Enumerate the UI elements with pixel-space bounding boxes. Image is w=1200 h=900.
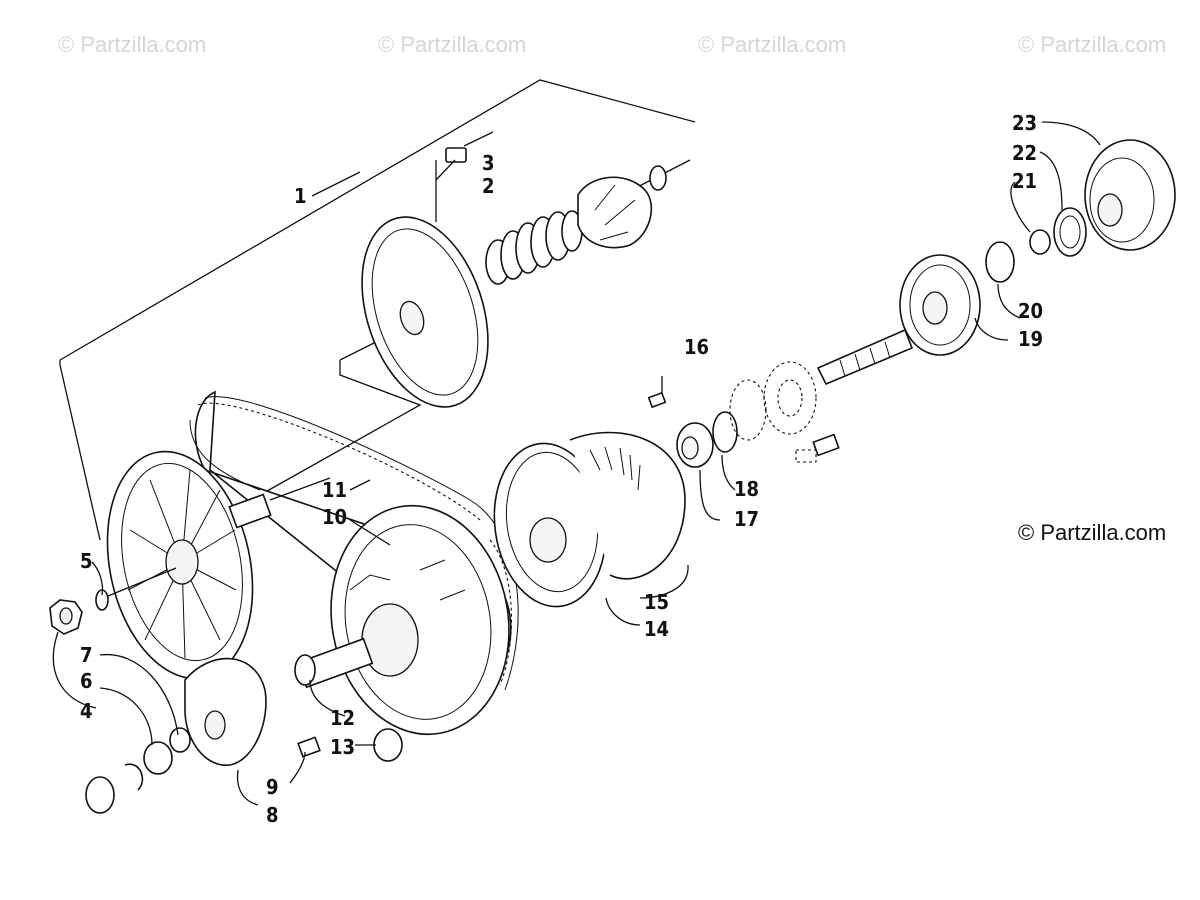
callout-15: 15 xyxy=(644,590,669,614)
callout-7: 7 xyxy=(80,643,93,667)
leader-lines xyxy=(52,121,1101,806)
bushing-17 xyxy=(676,411,738,468)
callout-18: 18 xyxy=(734,477,759,501)
callout-17: 17 xyxy=(734,507,759,531)
callout-1: 1 xyxy=(294,184,307,208)
callout-12: 12 xyxy=(330,706,355,730)
bolt-2 xyxy=(435,131,494,222)
callout-5: 5 xyxy=(80,549,93,573)
callout-3: 3 xyxy=(482,151,495,175)
watermark-3: © Partzilla.com xyxy=(698,32,847,57)
callout-14: 14 xyxy=(644,617,669,641)
callout-13: 13 xyxy=(330,735,355,759)
rings-20-22 xyxy=(985,207,1087,283)
clutch-shoe-23 xyxy=(1084,139,1176,251)
callout-22: 22 xyxy=(1012,141,1037,165)
callout-6: 6 xyxy=(80,669,93,693)
callout-19: 19 xyxy=(1018,327,1043,351)
callout-10: 10 xyxy=(322,505,347,529)
watermark-1: © Partzilla.com xyxy=(58,32,207,57)
partzilla-credit: © Partzilla.com xyxy=(1018,520,1167,545)
watermark-2: © Partzilla.com xyxy=(378,32,527,57)
spider-cover xyxy=(577,165,667,249)
bearings xyxy=(729,361,840,463)
spring xyxy=(485,210,583,285)
callout-16: 16 xyxy=(684,335,709,359)
watermark-4: © Partzilla.com xyxy=(1018,32,1167,57)
secondary-clutch xyxy=(294,504,510,736)
callout-2: 2 xyxy=(482,174,495,198)
callout-23: 23 xyxy=(1012,111,1037,135)
nut-4 xyxy=(49,567,177,635)
moveable-sheave xyxy=(361,216,489,408)
callout-4: 4 xyxy=(80,699,93,723)
small-parts-lower xyxy=(85,657,403,814)
driven-sheave xyxy=(493,431,686,608)
screw-16 xyxy=(647,376,667,409)
callout-11: 11 xyxy=(322,478,347,502)
callout-9: 9 xyxy=(266,775,279,799)
callout-20: 20 xyxy=(1018,299,1043,323)
callout-21: 21 xyxy=(1012,169,1037,193)
callout-8: 8 xyxy=(266,803,279,827)
shaft-19 xyxy=(816,254,981,386)
